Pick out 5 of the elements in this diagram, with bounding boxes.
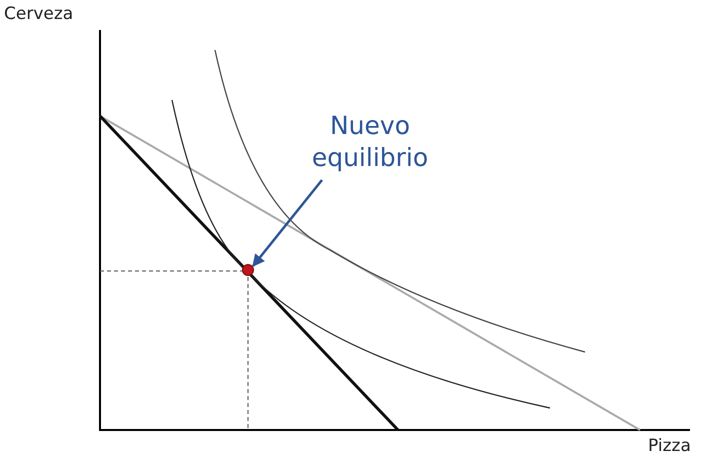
arrow bbox=[252, 179, 323, 267]
equilibrium-point bbox=[242, 264, 254, 276]
axis-label: Pizza bbox=[648, 436, 691, 456]
axis-label: Cerveza bbox=[4, 4, 74, 24]
callout-text: Nuevo equilibrio bbox=[300, 110, 440, 174]
